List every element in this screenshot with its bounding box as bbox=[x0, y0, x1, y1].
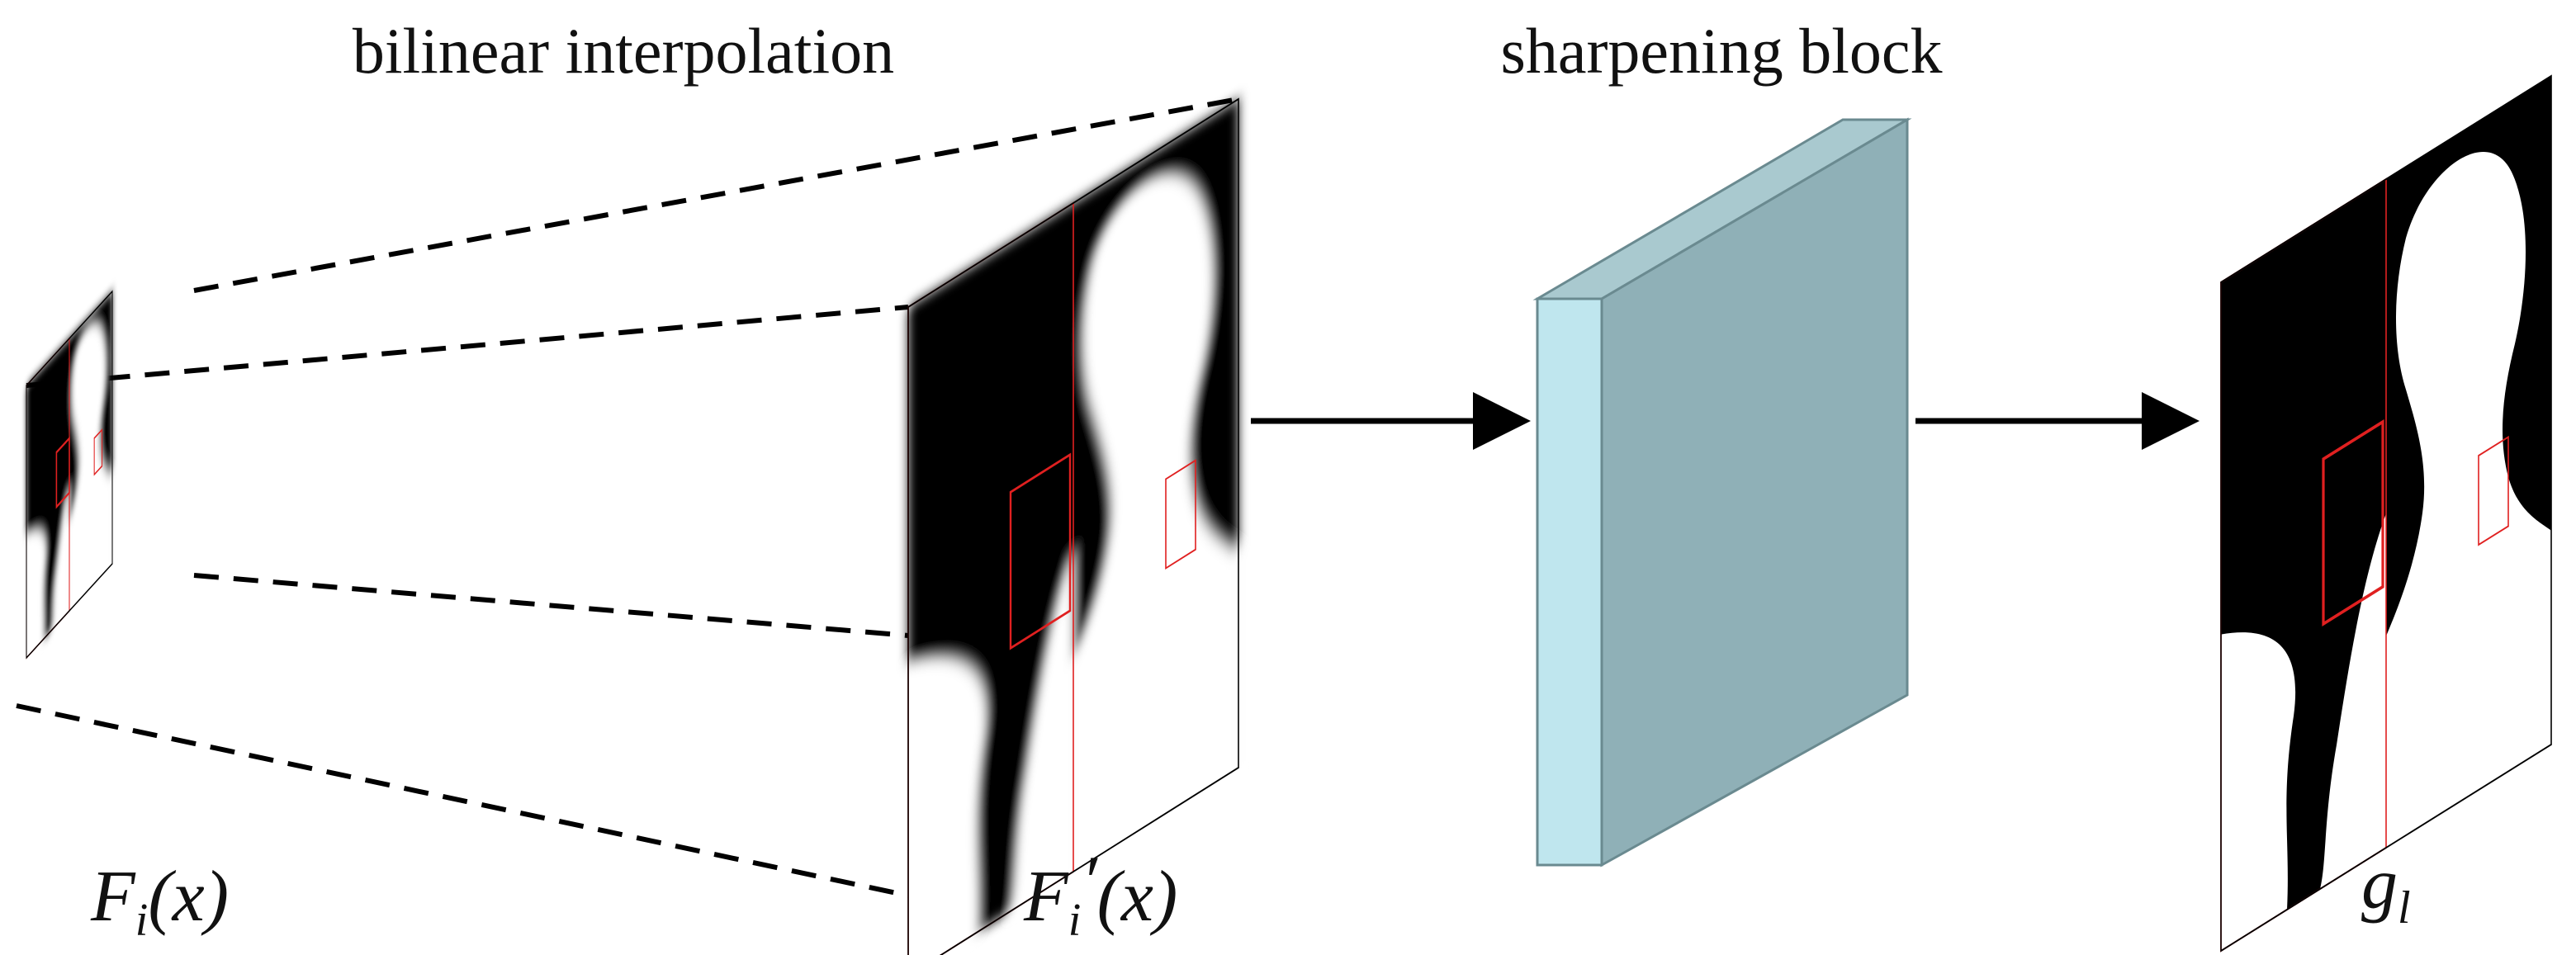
bilinear-interpolation-title: bilinear interpolation bbox=[353, 15, 894, 87]
projection-lines bbox=[16, 97, 1239, 898]
upsampled-feature-map bbox=[907, 97, 1239, 955]
sharpening-block-title: sharpening block bbox=[1500, 15, 1942, 87]
sharpening-block-side bbox=[1600, 117, 1909, 868]
input-feature-map bbox=[26, 290, 113, 660]
sharpening-block-front bbox=[1536, 297, 1603, 867]
output-mask bbox=[2220, 74, 2552, 953]
input-label: Fi(x) bbox=[90, 857, 229, 946]
upsampled-label: Fi′(x) bbox=[1023, 842, 1177, 946]
sharpening-block bbox=[1532, 117, 1912, 868]
output-label: gl bbox=[2361, 844, 2411, 934]
